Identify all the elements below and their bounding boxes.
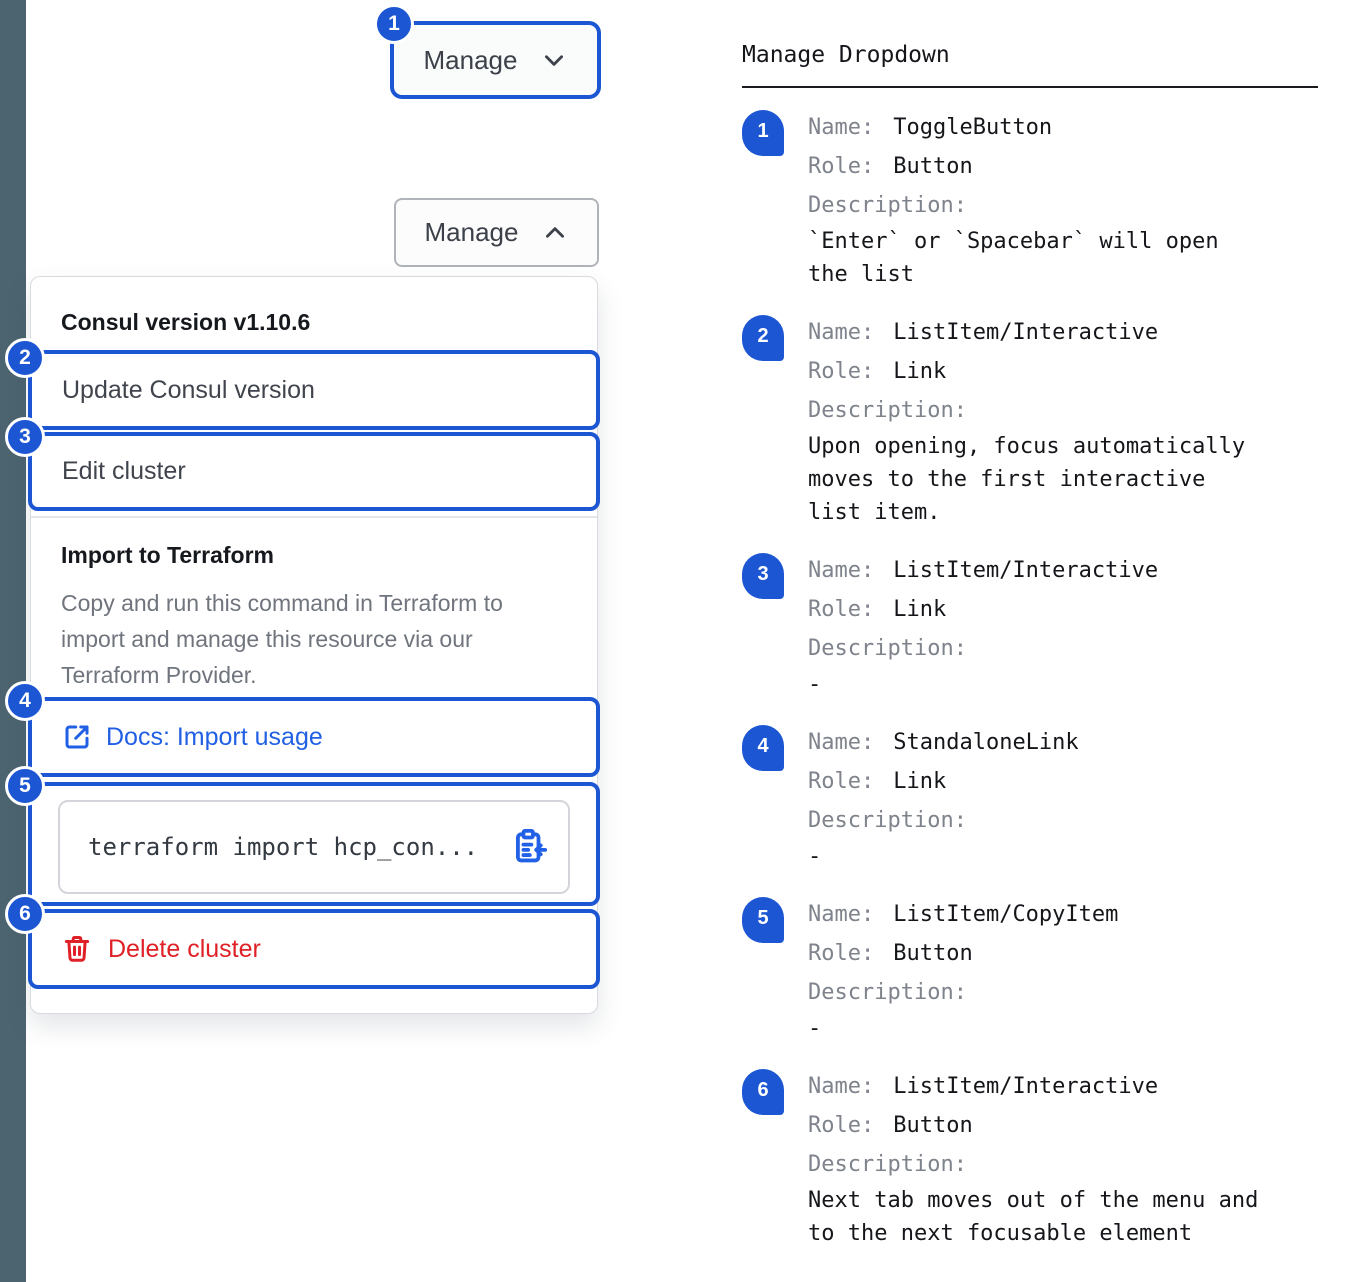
legend-role-label: Role: bbox=[808, 1113, 875, 1138]
legend-role-value: Button bbox=[893, 154, 973, 179]
legend-name-value: ListItem/CopyItem bbox=[893, 902, 1119, 927]
legend-panel: Manage Dropdown 1 Name: ToggleButton Role… bbox=[742, 0, 1320, 1272]
legend-description-label: Description: bbox=[808, 980, 967, 1005]
legend-description-label: Description: bbox=[808, 398, 967, 423]
legend-role-value: Link bbox=[893, 597, 947, 622]
consul-version-heading: Consul version v1.10.6 bbox=[61, 309, 311, 335]
annotation-badge-1: 1 bbox=[374, 4, 414, 44]
clipboard-copy-icon[interactable] bbox=[510, 828, 548, 866]
legend-entry: 5 Name: ListItem/CopyItem Role: Button Des… bbox=[742, 895, 1320, 1045]
external-link-icon bbox=[65, 725, 89, 749]
manage-dropdown-menu: Consul version v1.10.6 Update Consul ver… bbox=[28, 276, 600, 1014]
manage-toggle-open-label: Manage bbox=[424, 217, 519, 247]
legend-entry-badge: 3 bbox=[742, 553, 784, 599]
import-terraform-description: Copy and run this command in Terraform t… bbox=[61, 590, 503, 688]
legend-entries: 1 Name: ToggleButton Role: Button Descript… bbox=[742, 108, 1320, 1250]
legend-description-value: - bbox=[808, 844, 822, 869]
legend-entry: 4 Name: StandaloneLink Role: Link Descript… bbox=[742, 723, 1320, 873]
app-sidebar-edge bbox=[0, 0, 26, 1282]
annotation-badge-6: 6 bbox=[5, 894, 45, 934]
menu-divider bbox=[31, 516, 597, 518]
legend-description-value: `Enter` or `Spacebar` will open the list bbox=[808, 229, 1219, 287]
legend-name-label: Name: bbox=[808, 730, 875, 755]
menu-item-delete-cluster[interactable]: Delete cluster bbox=[28, 909, 600, 989]
legend-name-value: ToggleButton bbox=[893, 115, 1053, 140]
terraform-command-box: terraform import hcp_con... bbox=[58, 800, 570, 894]
chevron-down-icon bbox=[545, 55, 564, 66]
menu-item-edit-cluster[interactable]: Edit cluster bbox=[28, 432, 600, 511]
legend-role-label: Role: bbox=[808, 154, 875, 179]
legend-entry-badge: 1 bbox=[742, 110, 784, 156]
legend-entry: 1 Name: ToggleButton Role: Button Descript… bbox=[742, 108, 1320, 291]
annotation-badge-2: 2 bbox=[5, 338, 45, 378]
legend-entry: 3 Name: ListItem/Interactive Role: Link De… bbox=[742, 551, 1320, 701]
legend-role-value: Button bbox=[893, 941, 973, 966]
trash-icon bbox=[64, 936, 90, 962]
annotation-badge-5: 5 bbox=[5, 766, 45, 806]
legend-role-label: Role: bbox=[808, 769, 875, 794]
legend-role-label: Role: bbox=[808, 941, 875, 966]
legend-name-label: Name: bbox=[808, 558, 875, 583]
legend-entry-badge: 5 bbox=[742, 897, 784, 943]
menu-item-update-consul-version[interactable]: Update Consul version bbox=[28, 350, 600, 430]
legend-entry-badge: 2 bbox=[742, 315, 784, 361]
docs-import-usage-label: Docs: Import usage bbox=[106, 722, 323, 751]
legend-role-label: Role: bbox=[808, 359, 875, 384]
legend-description-value: Next tab moves out of the menu and to th… bbox=[808, 1188, 1259, 1246]
legend-name-value: ListItem/Interactive bbox=[893, 1074, 1159, 1099]
delete-cluster-label: Delete cluster bbox=[108, 934, 261, 963]
manage-toggle-label: Manage bbox=[423, 44, 518, 75]
import-terraform-heading: Import to Terraform bbox=[61, 542, 274, 568]
legend-entry: 2 Name: ListItem/Interactive Role: Link De… bbox=[742, 313, 1320, 529]
legend-name-label: Name: bbox=[808, 1074, 875, 1099]
legend-role-value: Link bbox=[893, 769, 947, 794]
legend-role-value: Link bbox=[893, 359, 947, 384]
terraform-command-text: terraform import hcp_con... bbox=[88, 833, 479, 861]
legend-entry-badge: 6 bbox=[742, 1069, 784, 1115]
legend-description-label: Description: bbox=[808, 1152, 967, 1177]
annotation-badge-3: 3 bbox=[5, 417, 45, 457]
manage-toggle-button[interactable]: Manage bbox=[390, 21, 601, 99]
annotation-badge-4: 4 bbox=[5, 681, 45, 721]
legend-description-label: Description: bbox=[808, 808, 967, 833]
legend-description-label: Description: bbox=[808, 193, 967, 218]
legend-name-label: Name: bbox=[808, 320, 875, 345]
legend-description-label: Description: bbox=[808, 636, 967, 661]
legend-role-label: Role: bbox=[808, 597, 875, 622]
legend-title: Manage Dropdown bbox=[742, 42, 950, 68]
legend-rule bbox=[742, 86, 1318, 88]
legend-name-value: ListItem/Interactive bbox=[893, 320, 1159, 345]
legend-name-value: StandaloneLink bbox=[893, 730, 1079, 755]
menu-item-copy-command: terraform import hcp_con... bbox=[28, 782, 600, 906]
legend-name-label: Name: bbox=[808, 115, 875, 140]
update-consul-version-label: Update Consul version bbox=[62, 375, 315, 404]
legend-description-value: Upon opening, focus automatically moves … bbox=[808, 434, 1246, 525]
legend-role-value: Button bbox=[893, 1113, 973, 1138]
legend-name-label: Name: bbox=[808, 902, 875, 927]
legend-entry: 6 Name:ListItem/Interactive Role:Button … bbox=[742, 1067, 1320, 1250]
legend-description-value: - bbox=[808, 672, 822, 697]
legend-description-value: - bbox=[808, 1016, 822, 1041]
chevron-up-icon bbox=[546, 226, 565, 238]
legend-entry-badge: 4 bbox=[742, 725, 784, 771]
edit-cluster-label: Edit cluster bbox=[62, 457, 186, 485]
menu-item-docs-import-usage[interactable]: Docs: Import usage bbox=[28, 697, 600, 777]
legend-name-value: ListItem/Interactive bbox=[893, 558, 1159, 583]
manage-toggle-button-open[interactable]: Manage bbox=[394, 198, 599, 267]
